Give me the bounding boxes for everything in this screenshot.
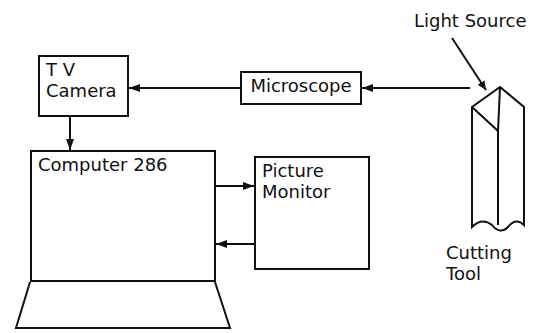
connector-arrow (216, 243, 254, 245)
laptop-base (16, 282, 230, 328)
node-label: Computer 286 (32, 152, 214, 179)
callout-label: Light Source (414, 10, 526, 31)
connector-arrow (129, 87, 240, 89)
connector-arrow (362, 87, 470, 89)
cutting-tool: Cutting Tool (470, 85, 526, 233)
node-label: Picture Monitor (256, 158, 368, 205)
node-label: Cutting Tool (446, 243, 530, 284)
camera-box: T V Camera (38, 55, 129, 117)
computer-box: Computer 286 (30, 150, 216, 282)
node-label: T V Camera (40, 57, 127, 104)
monitor-box: Picture Monitor (254, 156, 370, 270)
tool-outline (470, 85, 526, 233)
microscope-box: Microscope (240, 71, 362, 105)
connector-arrow (69, 117, 71, 150)
leader-arrow (452, 38, 486, 90)
connector-arrow (216, 185, 254, 187)
node-label: Microscope (242, 73, 360, 100)
